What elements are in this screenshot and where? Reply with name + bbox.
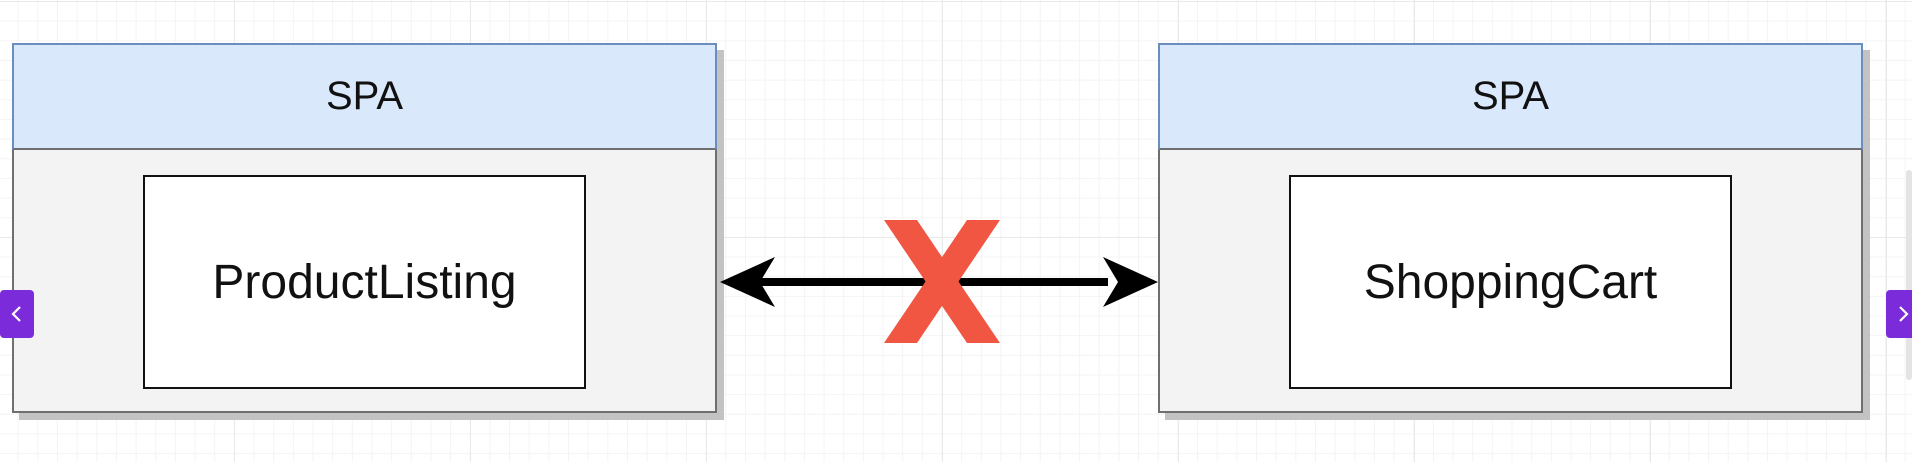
spa-container-right[interactable]: SPA ShoppingCart <box>1158 43 1863 413</box>
prev-button[interactable] <box>0 290 34 338</box>
next-button[interactable] <box>1886 290 1912 338</box>
arrowhead-right <box>1103 257 1158 307</box>
chevron-right-icon <box>1899 306 1909 322</box>
product-listing-component[interactable]: ProductListing <box>143 175 586 389</box>
spa-container-left[interactable]: SPA ProductListing <box>12 43 717 413</box>
spa-header-left: SPA <box>12 43 717 150</box>
scrollbar[interactable] <box>1906 170 1912 380</box>
arrowhead-left <box>720 257 775 307</box>
shopping-cart-component[interactable]: ShoppingCart <box>1289 175 1732 389</box>
chevron-left-icon <box>11 306 21 322</box>
x-mark-icon <box>884 220 1000 343</box>
spa-header-right: SPA <box>1158 43 1863 150</box>
